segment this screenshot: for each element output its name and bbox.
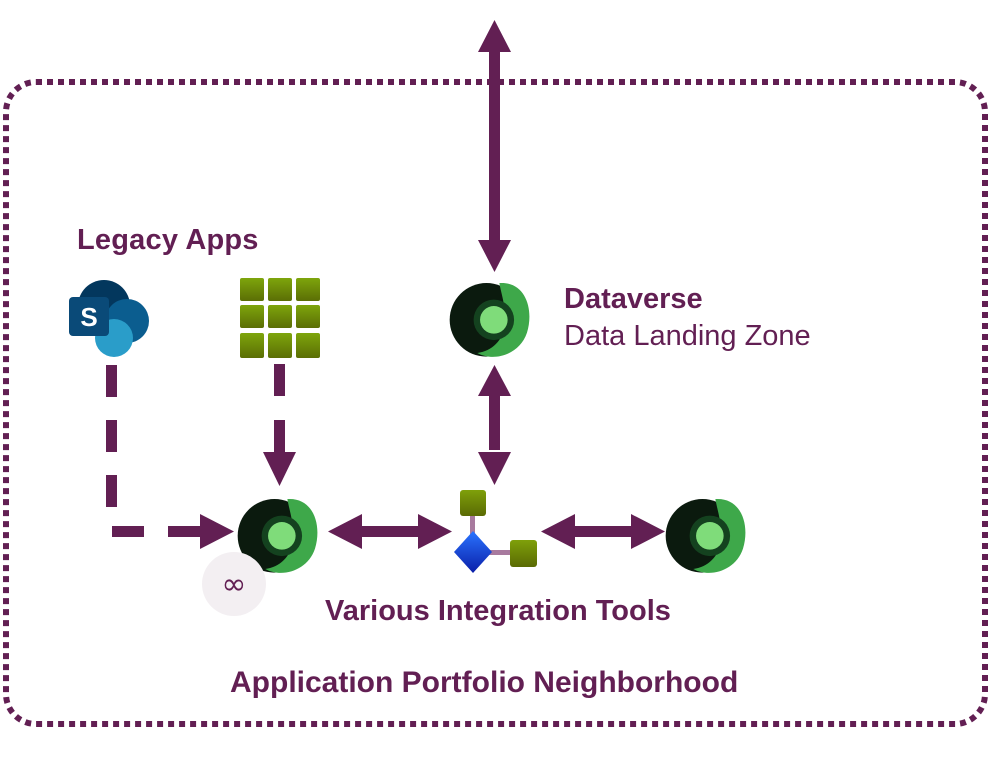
arrow-integration-to-target	[541, 514, 665, 549]
arrow-integration-to-landing	[478, 365, 511, 485]
integration-tools-label: Various Integration Tools	[325, 595, 671, 627]
neighborhood-label: Application Portfolio Neighborhood	[230, 666, 739, 699]
dataverse-target-icon	[665, 498, 746, 573]
infinity-icon: ∞	[221, 566, 247, 602]
dataverse-subtitle: Data Landing Zone	[564, 320, 811, 352]
dataverse-landing-icon	[449, 282, 530, 357]
dataverse-title: Dataverse	[564, 283, 703, 315]
arrow-dataverse-to-outside	[478, 20, 511, 272]
neighborhood-boundary	[3, 79, 988, 727]
arrow-dataverse-to-integration	[328, 514, 452, 549]
arrow-sharepoint-to-dataverse	[106, 365, 234, 549]
infinity-badge: ∞	[202, 552, 266, 616]
integration-icon	[454, 490, 537, 573]
sharepoint-icon: S	[69, 280, 149, 357]
legacy-apps-label: Legacy Apps	[77, 224, 259, 256]
svg-text:S: S	[80, 302, 97, 332]
grid-app-icon	[240, 278, 320, 358]
arrow-grid-to-dataverse	[263, 364, 296, 486]
